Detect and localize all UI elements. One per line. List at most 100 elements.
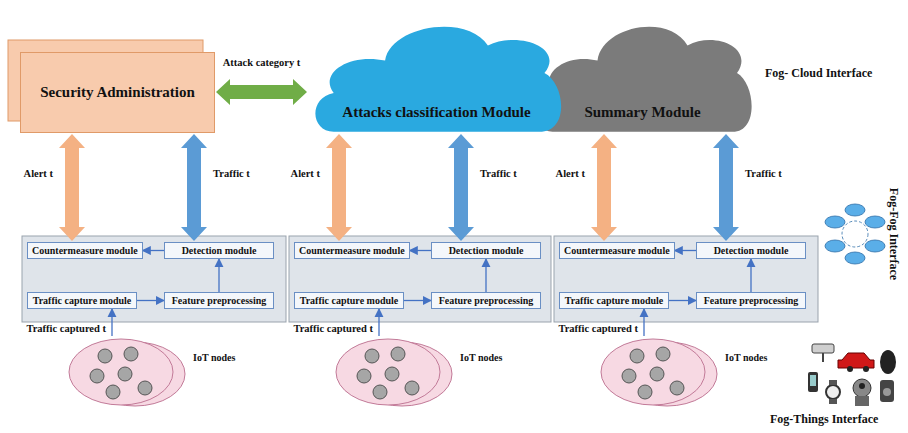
iot-cluster: IoT nodes — [67, 336, 187, 408]
flow-arrow — [669, 300, 696, 301]
node-text: Traffic capture module — [299, 294, 399, 307]
fog-panel — [554, 236, 818, 322]
module-box: Countermeasure module — [27, 242, 143, 259]
iot-device-dot — [124, 347, 138, 361]
svg-circle — [859, 383, 865, 389]
svg-rect — [810, 375, 816, 386]
module-box: Feature preprocessing — [696, 292, 806, 309]
svg-ellipse — [825, 240, 845, 252]
iot-device-dot — [650, 367, 664, 381]
iot-device-dot — [670, 381, 684, 395]
iot-device-dot — [90, 369, 104, 383]
node-text: IoT nodes — [725, 352, 767, 363]
node-text: Security Administration — [40, 84, 195, 101]
edge-label: Traffic t — [212, 168, 251, 179]
node-text: Detection module — [436, 244, 536, 257]
module-box: Traffic capture module — [294, 292, 404, 309]
iot-device-dot — [385, 367, 399, 381]
svg-circle — [826, 385, 840, 399]
cloud-outline — [536, 27, 751, 132]
block-arrow — [59, 134, 85, 241]
block-arrow — [326, 134, 352, 241]
iot-ellipses — [334, 336, 454, 408]
things-icons — [808, 344, 896, 406]
flow-arrow — [143, 250, 164, 251]
node-group-front — [336, 339, 440, 405]
svg-rect — [880, 380, 894, 402]
svg-rect — [808, 372, 818, 392]
flow-arrow — [410, 250, 431, 251]
module-box: Traffic capture module — [559, 292, 669, 309]
node-text: Detection module — [701, 244, 801, 257]
flow-arrow — [750, 259, 751, 292]
cloud-outline — [315, 27, 561, 132]
iot-device-dot — [357, 369, 371, 383]
node-text: Attacks classification Module — [342, 104, 530, 121]
admin-box: Security Administration — [20, 52, 215, 133]
svg-rect — [829, 399, 837, 404]
iot-device-dot — [656, 347, 670, 361]
iot-ellipses — [599, 336, 719, 408]
fog-panel — [289, 236, 551, 322]
flow-arrow — [111, 309, 112, 336]
svg-circle — [883, 388, 891, 396]
interface-label: Fog-Things Interface — [770, 412, 878, 427]
flow-arrow — [643, 309, 644, 336]
iot-device-dot — [373, 385, 387, 399]
edge-label: Alert t — [555, 168, 586, 179]
node-text: Summary Module — [584, 104, 700, 121]
module-box: Feature preprocessing — [164, 292, 274, 309]
svg-ellipse — [865, 240, 885, 252]
iot-device-dot — [138, 381, 152, 395]
iot-device-dot — [622, 369, 636, 383]
edge-label: Traffic t — [479, 168, 518, 179]
iot-device-dot — [391, 347, 405, 361]
edge-label: Traffic captured t — [292, 323, 374, 334]
iot-device-dot — [405, 381, 419, 395]
cloud-node: Summary Module — [530, 8, 755, 133]
svg-line — [822, 353, 824, 362]
module-box: Countermeasure module — [559, 242, 675, 259]
iot-device-dot — [118, 367, 132, 381]
node-text: IoT nodes — [460, 352, 502, 363]
edge-label: Traffic captured t — [25, 323, 107, 334]
svg-path — [838, 353, 874, 368]
module-box: Detection module — [164, 242, 274, 259]
module-box: Detection module — [696, 242, 806, 259]
node-group-front — [69, 339, 173, 405]
module-box: Feature preprocessing — [431, 292, 541, 309]
block-arrow — [591, 134, 617, 241]
node-text: Countermeasure module — [299, 244, 405, 257]
flow-arrow — [378, 309, 379, 336]
node-text: Feature preprocessing — [436, 294, 536, 307]
iot-ellipses — [67, 336, 187, 408]
iot-cluster: IoT nodes — [599, 336, 719, 408]
block-arrow — [216, 79, 307, 105]
block-arrow — [448, 134, 474, 241]
edge-label: Traffic captured t — [557, 323, 639, 334]
svg-rect — [855, 396, 869, 406]
svg-ellipse — [880, 350, 896, 374]
svg-ellipse — [825, 216, 845, 228]
edge-label: Attack category t — [222, 57, 302, 68]
node-text: Feature preprocessing — [701, 294, 801, 307]
node-text: Countermeasure module — [32, 244, 138, 257]
block-arrow — [713, 134, 739, 241]
block-arrow — [181, 134, 207, 241]
module-box: Detection module — [431, 242, 541, 259]
node-text: Traffic capture module — [32, 294, 132, 307]
node-group-front — [601, 339, 705, 405]
svg-circle — [853, 379, 871, 397]
module-box: Countermeasure module — [294, 242, 410, 259]
fog-panel — [22, 236, 286, 322]
svg-circle — [847, 366, 853, 372]
svg-ellipse — [845, 252, 865, 264]
edge-label: Alert t — [23, 168, 54, 179]
iot-device-dot — [98, 349, 112, 363]
svg-rect — [829, 380, 837, 385]
node-text: IoT nodes — [193, 352, 235, 363]
iot-device-dot — [630, 349, 644, 363]
svg-ellipse — [845, 204, 865, 216]
iot-device-dot — [365, 349, 379, 363]
